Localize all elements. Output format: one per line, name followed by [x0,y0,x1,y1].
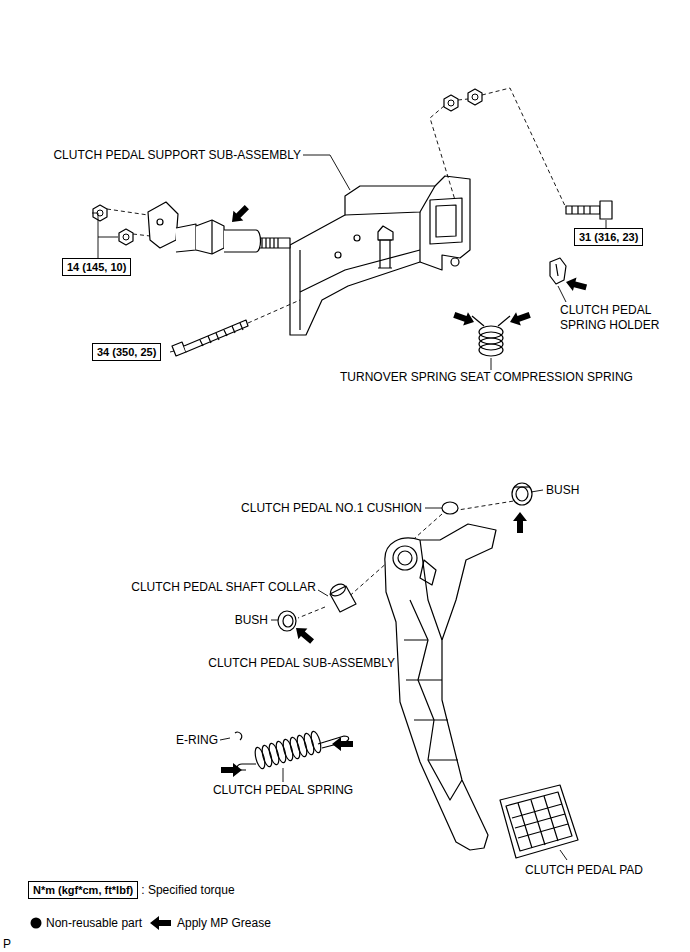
shaft-collar [329,582,356,612]
torque-value: 31 (316, 23) [579,230,638,244]
legend-torque-box: N*m (kgf*cm, ft*lbf) [28,881,138,899]
pedal-spring [237,730,348,770]
torque-value: N*m (kgf*cm, ft*lbf) [33,883,133,897]
legend-text: Apply MP Grease [177,916,271,930]
bolt [172,201,612,356]
shaft-assembly [148,202,261,254]
part-label: CLUTCH PEDAL NO.1 CUSHION [241,501,422,515]
non-reusable-dot [31,918,42,929]
torque-value: 14 (145, 10) [67,260,126,274]
assembly-line [107,88,566,618]
turnover-spring [472,316,510,356]
part-label: CLUTCH PEDAL SHAFT COLLAR [131,580,316,594]
part-label: CLUTCH PEDAL SUB-ASSEMBLY [208,656,395,670]
clutch-pedal [385,524,496,850]
pedal-support-bracket [290,176,470,335]
page-mark: P [3,937,11,951]
part-label: CLUTCH PEDAL SPRING HOLDER [560,303,680,333]
part-label: CLUTCH PEDAL SPRING [213,783,353,797]
part-label: E-RING [176,733,218,747]
e-ring [235,732,242,740]
grease-arrow [150,202,588,930]
part-label: CLUTCH PEDAL PAD [525,863,643,877]
cushion [442,502,458,514]
legend-text: Non-reusable part [46,916,142,930]
legend-text: : Specified torque [141,883,234,897]
hex-nut [93,89,482,245]
spring-holder [550,258,566,284]
torque-value: 34 (350, 25) [97,345,156,359]
part-label: BUSH [235,613,268,627]
leader-line [92,155,606,860]
shaft-bolt [258,238,290,248]
torque-box: 34 (350, 25) [92,343,161,361]
part-label: BUSH [546,483,579,497]
pedal-pad [500,785,578,858]
part-label: TURNOVER SPRING SEAT COMPRESSION SPRING [340,370,633,384]
torque-box: 31 (316, 23) [574,228,643,246]
part-label: CLUTCH PEDAL SUPPORT SUB-ASSEMBLY [53,148,301,162]
torque-box: 14 (145, 10) [62,258,131,276]
